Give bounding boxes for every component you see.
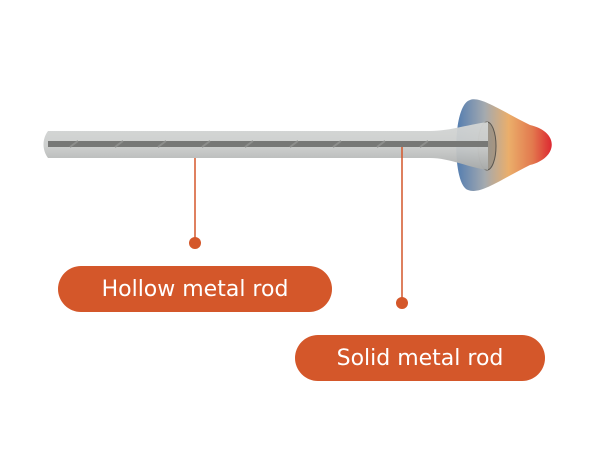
solid-metal-rod-label: Solid metal rod <box>295 335 545 381</box>
hollow-leader-line <box>189 158 201 249</box>
metal-rod <box>43 122 488 170</box>
hollow-core <box>48 141 488 147</box>
solid-leader-line <box>396 147 408 309</box>
core-hatching <box>69 140 429 148</box>
hollow-metal-rod-label: Hollow metal rod <box>58 266 332 312</box>
